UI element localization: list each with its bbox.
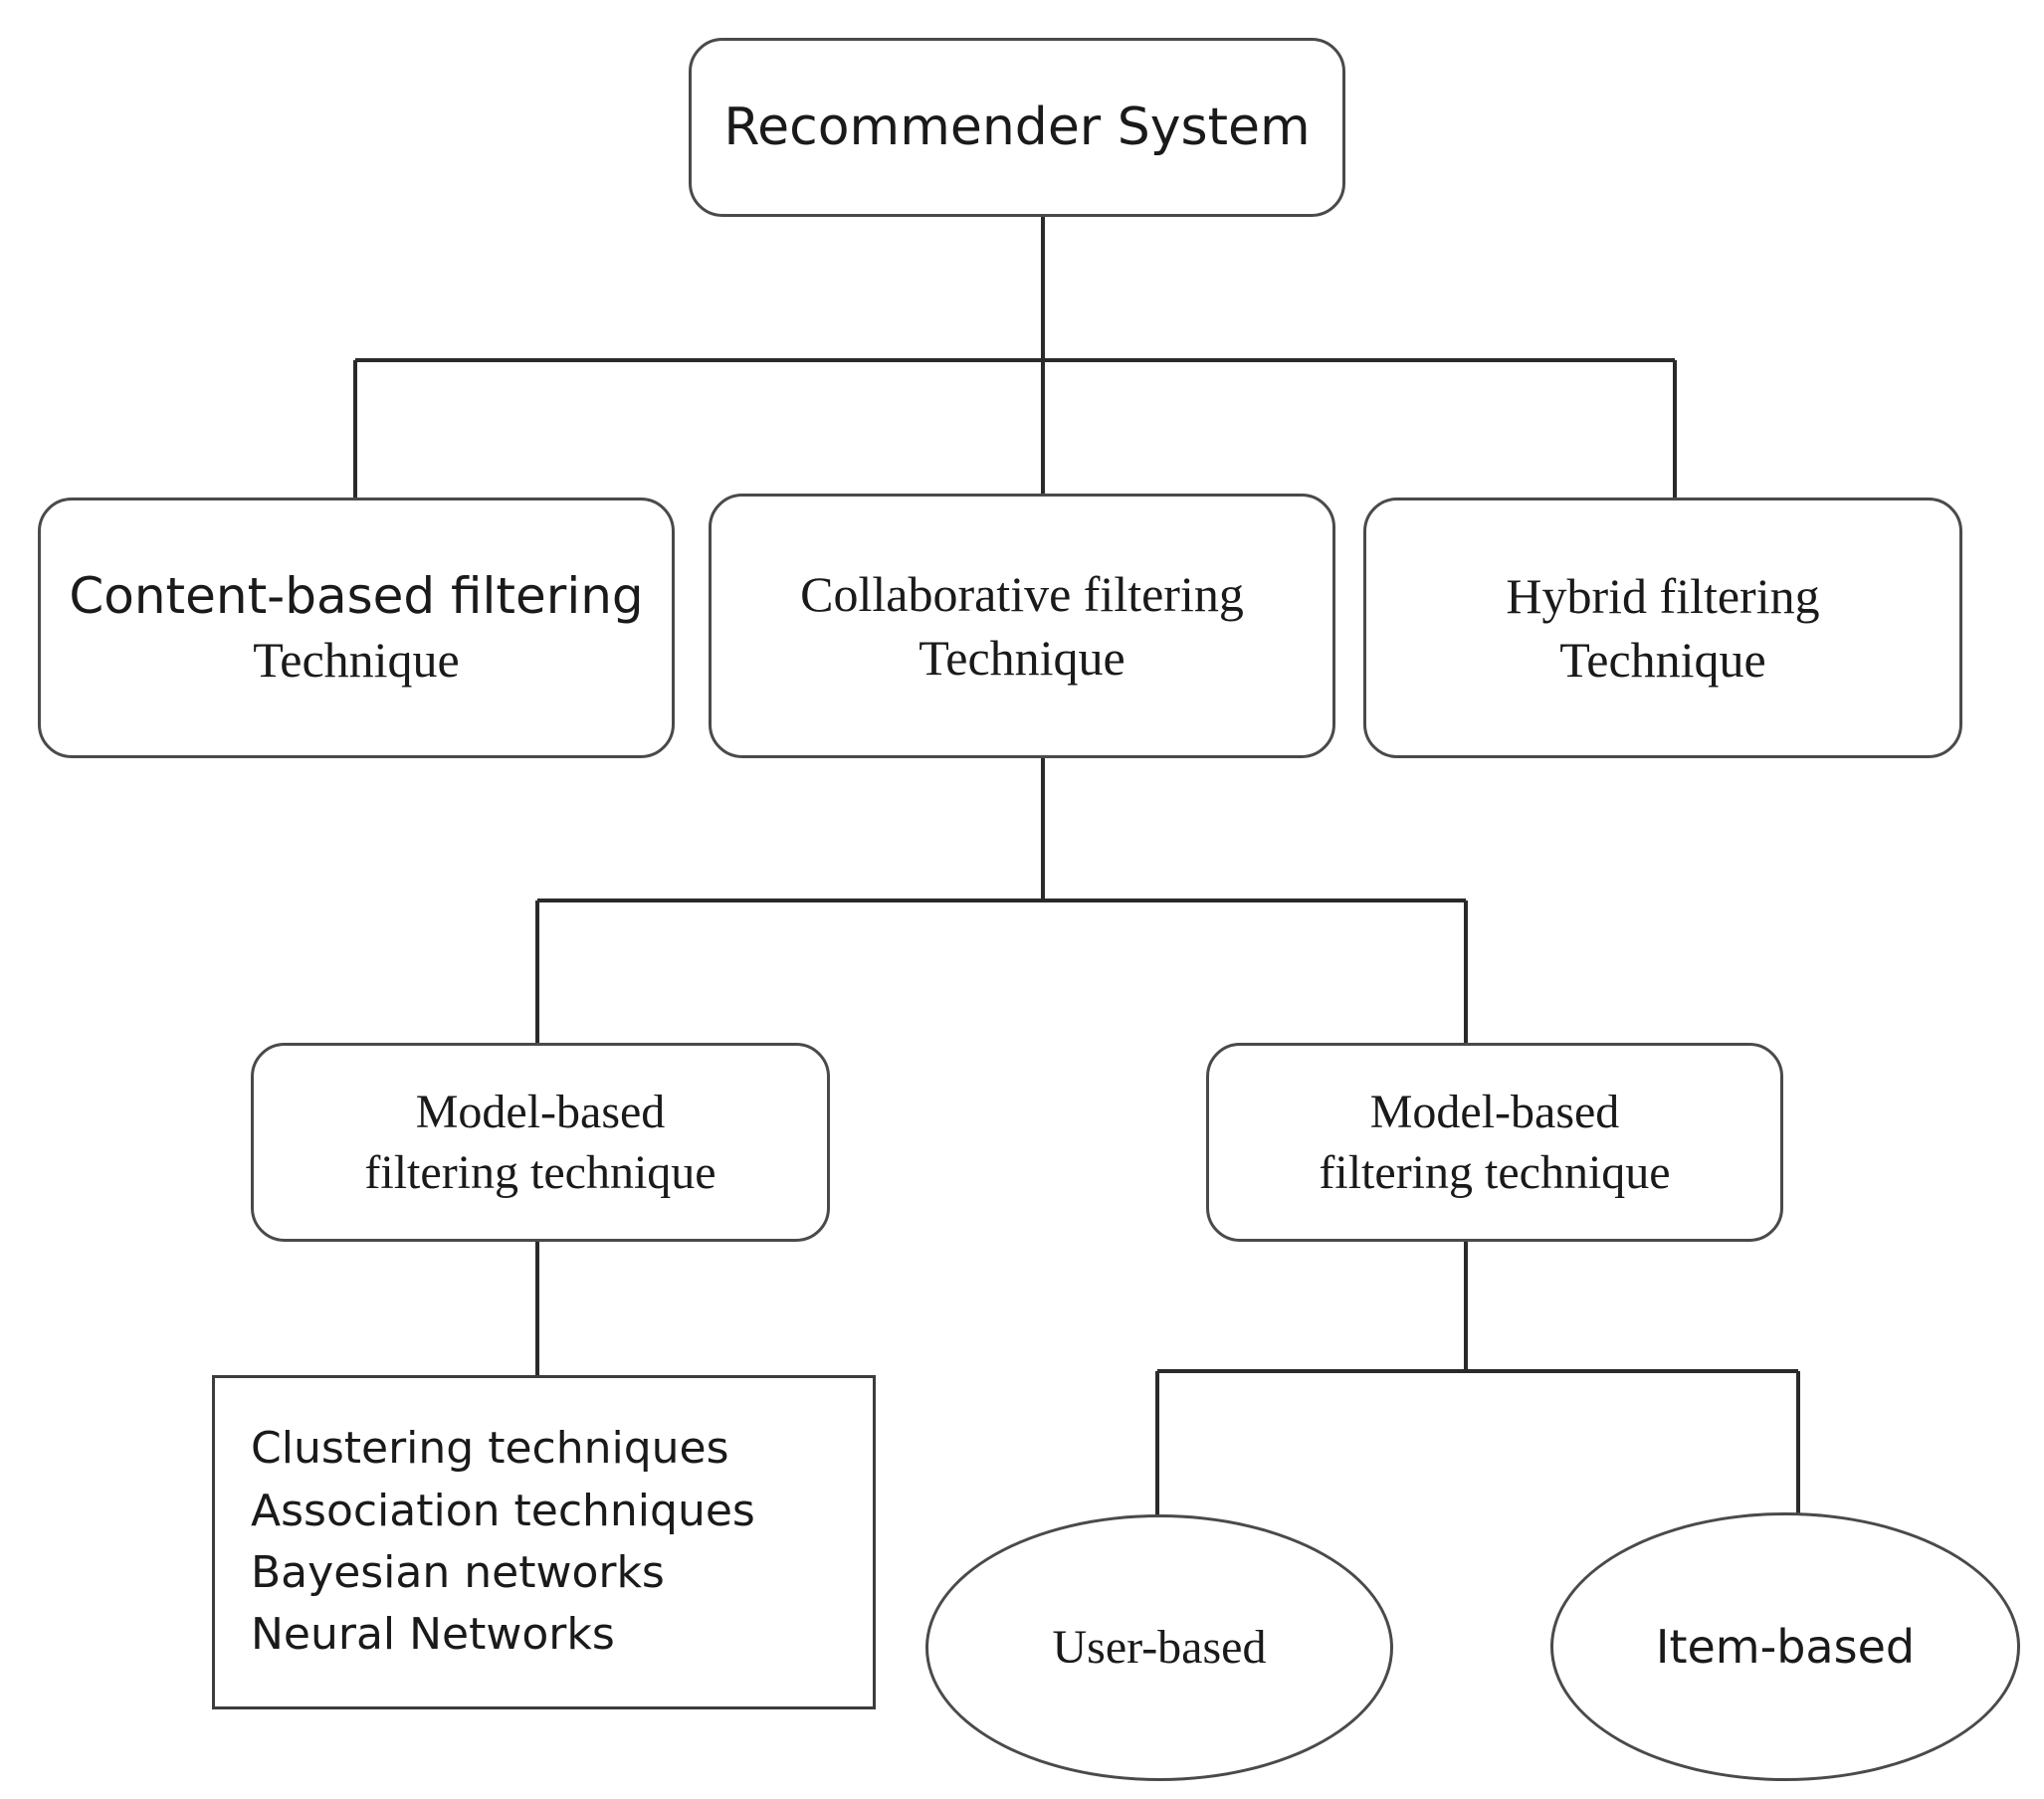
node-item-based[interactable]: Item-based — [1550, 1512, 2020, 1781]
node-hybrid-line2: Technique — [1559, 632, 1766, 688]
node-model-based-techniques-list[interactable]: Clustering techniques Association techni… — [212, 1375, 876, 1709]
node-model-right-line2: filtering technique — [1319, 1146, 1671, 1199]
node-model-right-line1: Model-based — [1369, 1085, 1620, 1138]
list-item: Neural Networks — [251, 1609, 615, 1661]
node-content-based-line2: Technique — [253, 632, 460, 688]
node-collaborative-line1: Collaborative filtering — [800, 566, 1244, 622]
list-item: Clustering techniques — [251, 1423, 729, 1475]
node-recommender-system[interactable]: Recommender System — [689, 38, 1345, 217]
node-model-based-filtering-technique-right[interactable]: Model-based filtering technique — [1206, 1043, 1783, 1242]
node-model-left-line2: filtering technique — [364, 1146, 716, 1199]
node-hybrid-filtering-technique[interactable]: Hybrid filtering Technique — [1363, 498, 1962, 758]
node-hybrid-line1: Hybrid filtering — [1506, 568, 1820, 624]
list-item: Bayesian networks — [251, 1547, 665, 1598]
node-content-based-line1: Content-based filtering — [69, 567, 644, 625]
node-model-based-filtering-technique-left[interactable]: Model-based filtering technique — [251, 1043, 830, 1242]
node-user-based-label: User-based — [1052, 1621, 1267, 1675]
node-collaborative-line2: Technique — [919, 630, 1125, 686]
node-collaborative-filtering-technique[interactable]: Collaborative filtering Technique — [709, 494, 1335, 758]
node-model-left-line1: Model-based — [415, 1085, 666, 1138]
list-item: Association techniques — [251, 1485, 755, 1536]
node-item-based-label: Item-based — [1655, 1619, 1916, 1674]
node-user-based[interactable]: User-based — [925, 1514, 1393, 1781]
node-content-based-filtering-technique[interactable]: Content-based filtering Technique — [38, 498, 675, 758]
node-recommender-system-label: Recommender System — [723, 97, 1311, 157]
